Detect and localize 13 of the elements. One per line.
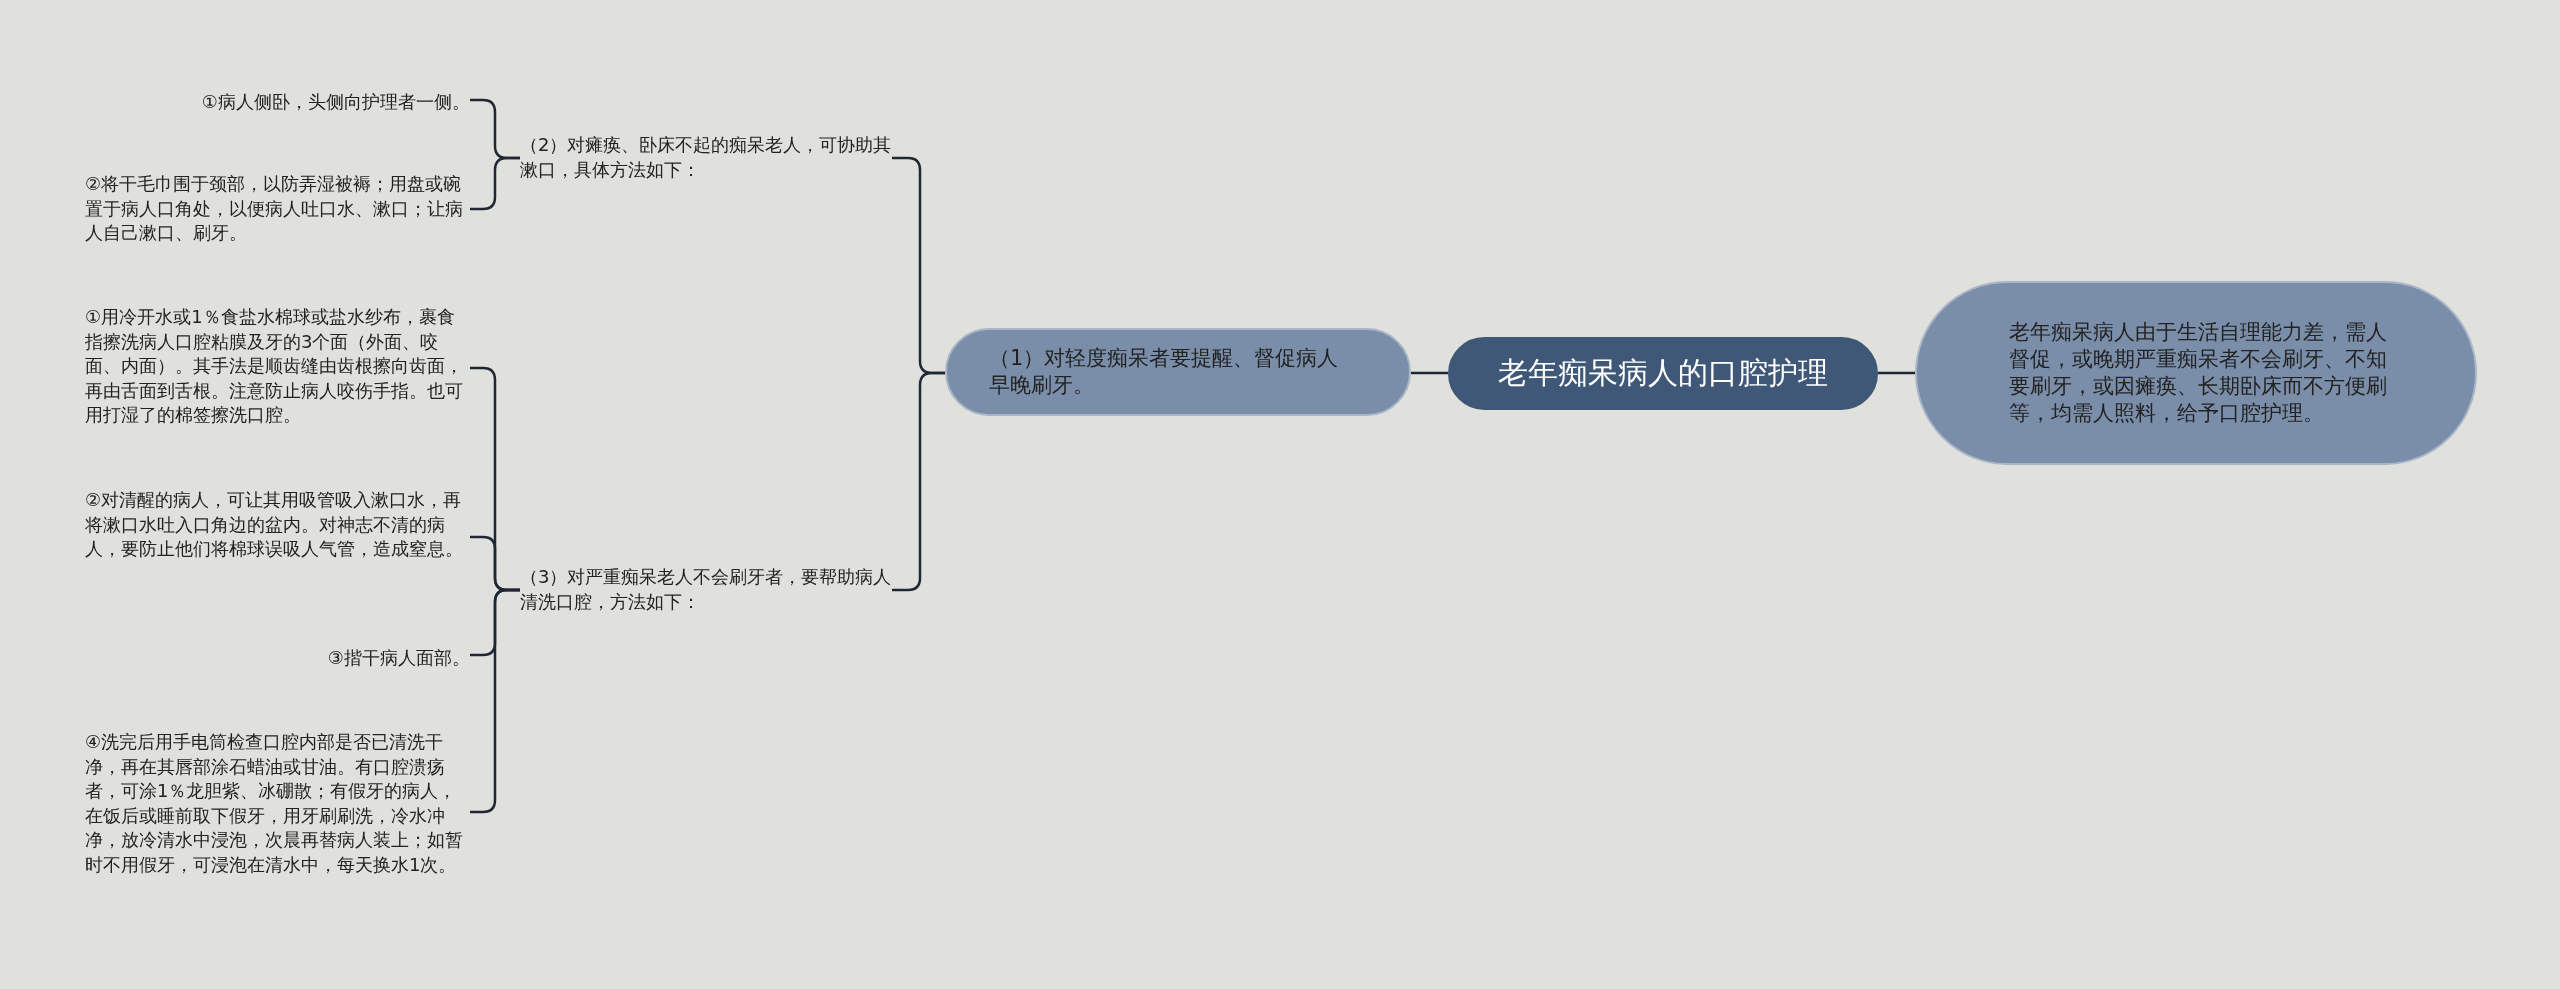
note-text: ③揩干病人面部。 <box>85 646 470 671</box>
connector-line <box>1878 371 1915 375</box>
note-text: ①病人侧卧，头侧向护理者一侧。 <box>85 90 470 115</box>
connector-line <box>1411 371 1448 375</box>
note-text: ②对清醒的病人，可让其用吸管吸入漱口水，再将漱口水吐入口角边的盆内。对神志不清的病人，要防止他们将棉球误吸人气管，造成窒息。 <box>85 488 470 562</box>
topic-box: （1）对轻度痴呆者要提醒、督促病人早晚刷牙。 <box>945 328 1411 416</box>
central-topic-box: 老年痴呆病人的口腔护理 <box>1448 337 1878 410</box>
topic-box: 老年痴呆病人由于生活自理能力差，需人督促，或晚期严重痴呆者不会刷牙、不知要刷牙，或因瘫痪、长期卧床而不方便刷等，均需人照料，给予口腔护理。 <box>1915 281 2477 465</box>
note-text: ②将干毛巾围于颈部，以防弄湿被褥；用盘或碗置于病人口角处，以便病人吐口水、漱口；让病人自己漱口、刷牙。 <box>85 172 470 246</box>
note-text: ①用冷开水或1％食盐水棉球或盐水纱布，裹食指擦洗病人口腔粘膜及牙的3个面（外面、咬面、内面）。其手法是顺齿缝由齿根擦向齿面，再由舌面到舌根。注意防止病人咬伤手指。也可用打湿了的棉签擦洗口腔。 <box>85 305 470 428</box>
note-text: （3）对严重痴呆老人不会刷牙者，要帮助病人清洗口腔，方法如下： <box>520 565 892 614</box>
note-text: ④洗完后用手电筒检查口腔内部是否已清洗干净，再在其唇部涂石蜡油或甘油。有口腔溃疡者，可涂1％龙胆紫、冰硼散；有假牙的病人，在饭后或睡前取下假牙，用牙刷刷洗，冷水冲净，放冷清水中浸泡，次晨再替病人装上；如暂时不用假牙，可浸泡在清水中，每天换水1次。 <box>85 730 470 877</box>
note-text: （2）对瘫痪、卧床不起的痴呆老人，可协助其漱口，具体方法如下： <box>520 133 892 182</box>
